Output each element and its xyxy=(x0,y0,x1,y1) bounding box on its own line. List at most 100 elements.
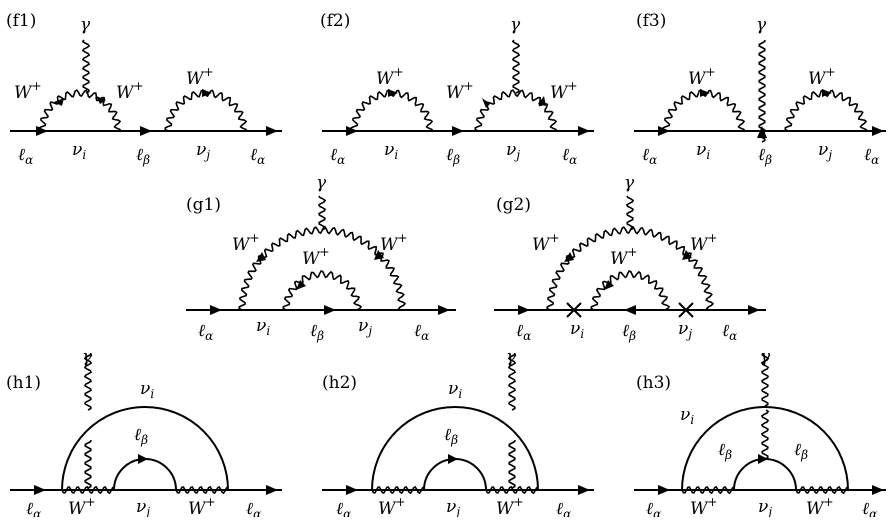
arrow-icon xyxy=(296,280,306,290)
arrow-icon xyxy=(872,485,884,495)
svg-text:ℓβ: ℓβ xyxy=(758,145,772,167)
arrow-icon xyxy=(202,89,212,97)
photon-propagator xyxy=(511,39,521,94)
photon-propagator xyxy=(758,40,766,143)
label-nu-j: νj xyxy=(196,140,210,162)
svg-text:ℓα: ℓα xyxy=(198,321,213,343)
svg-text:ℓα: ℓα xyxy=(18,145,33,167)
w-boson-propagator xyxy=(590,269,671,311)
label-ell-alpha: ℓα xyxy=(516,321,531,343)
w-boson-propagator xyxy=(662,89,746,132)
svg-text:γ: γ xyxy=(624,173,635,193)
label-nu-j: νj xyxy=(758,497,772,519)
svg-text:νi: νi xyxy=(140,379,154,401)
arrow-icon xyxy=(872,126,884,136)
svg-text:γ: γ xyxy=(756,15,767,35)
svg-text:ℓα: ℓα xyxy=(414,321,429,343)
svg-text:νi: νi xyxy=(256,316,270,338)
label-W-plus: W+ xyxy=(68,495,96,519)
svg-text:W+: W+ xyxy=(302,245,330,269)
w-boson-propagator xyxy=(784,89,868,132)
label-W-plus: W+ xyxy=(376,65,404,89)
photon-propagator xyxy=(760,409,770,460)
label-W-plus: W+ xyxy=(188,495,216,519)
svg-text:ℓβ: ℓβ xyxy=(136,145,150,167)
panel-label-h3: (h3) xyxy=(636,373,671,393)
svg-text:W+: W+ xyxy=(806,495,834,517)
svg-text:νi: νi xyxy=(384,140,398,162)
svg-text:W+: W+ xyxy=(446,79,474,103)
label-gamma: γ xyxy=(506,347,517,367)
svg-text:ℓα: ℓα xyxy=(864,145,879,167)
svg-text:ℓβ: ℓβ xyxy=(444,425,458,447)
arrow-icon xyxy=(266,126,278,136)
arrow-icon xyxy=(324,305,336,315)
label-ell-beta: ℓβ xyxy=(758,145,772,167)
svg-text:W+: W+ xyxy=(68,495,96,517)
photon-propagator xyxy=(84,440,92,489)
label-ell-alpha: ℓα xyxy=(18,145,33,167)
svg-text:ℓα: ℓα xyxy=(646,499,661,517)
arrow-icon xyxy=(658,126,670,136)
w-boson-propagator xyxy=(38,89,122,132)
panel-label-h2: (h2) xyxy=(322,373,357,393)
label-W-plus: W+ xyxy=(496,495,524,519)
label-ell-beta: ℓβ xyxy=(622,321,636,343)
label-ell-beta: ℓβ xyxy=(310,321,324,343)
svg-text:W+: W+ xyxy=(690,231,718,255)
panel-label-f1: (f1) xyxy=(6,11,36,31)
neutrino-propagator xyxy=(371,406,539,491)
label-nu-i: νi xyxy=(570,319,584,341)
label-ell-alpha: ℓα xyxy=(198,321,213,343)
label-nu-j: νj xyxy=(136,497,150,519)
label-nu-j: νj xyxy=(446,497,460,519)
label-nu-i: νi xyxy=(448,379,462,401)
label-ell-alpha: ℓα xyxy=(646,499,661,521)
svg-text:ℓα: ℓα xyxy=(330,145,345,167)
panel-label-g1: (g1) xyxy=(186,195,221,215)
label-nu-i: νi xyxy=(72,140,86,162)
arrow-icon xyxy=(210,305,222,315)
w-boson-propagator xyxy=(485,485,539,495)
label-ell-alpha: ℓα xyxy=(414,321,429,343)
svg-text:W+: W+ xyxy=(188,495,216,517)
label-ell-alpha: ℓα xyxy=(330,145,345,167)
svg-text:νi: νi xyxy=(696,140,710,162)
diagram-f3: γ W+ W+ ℓα νi ℓβ νj ℓα xyxy=(634,15,886,167)
arrow-icon xyxy=(452,126,464,136)
svg-text:W+: W+ xyxy=(808,65,836,89)
label-W-plus: W+ xyxy=(688,65,716,89)
label-gamma: γ xyxy=(80,15,91,35)
svg-text:W+: W+ xyxy=(232,231,260,255)
svg-text:νi: νi xyxy=(72,140,86,162)
panel-label-f3: (f3) xyxy=(636,11,666,31)
svg-text:ℓβ: ℓβ xyxy=(794,440,808,462)
svg-text:ℓα: ℓα xyxy=(722,321,737,343)
label-nu-i: νi xyxy=(256,316,270,338)
svg-text:W+: W+ xyxy=(116,79,144,103)
svg-text:γ: γ xyxy=(316,173,327,193)
arrow-icon xyxy=(758,454,768,464)
w-boson-propagator xyxy=(238,225,407,311)
svg-text:γ: γ xyxy=(510,15,521,35)
label-ell-beta: ℓβ xyxy=(444,425,458,447)
svg-text:νj: νj xyxy=(358,316,372,338)
photon-propagator xyxy=(760,353,770,407)
w-boson-propagator xyxy=(350,89,434,132)
photon-propagator xyxy=(81,39,91,94)
svg-text:νj: νj xyxy=(446,497,460,517)
svg-text:ℓβ: ℓβ xyxy=(622,321,636,343)
svg-text:ℓα: ℓα xyxy=(336,499,351,517)
arrow-icon xyxy=(96,96,106,104)
diagram-f1: γ W+ W+ W+ ℓα νi ℓβ νj ℓα xyxy=(10,15,282,167)
label-gamma: γ xyxy=(82,347,93,367)
label-W-plus: W+ xyxy=(446,79,474,103)
label-W-plus: W+ xyxy=(808,65,836,89)
svg-text:W+: W+ xyxy=(690,495,718,517)
arrow-icon xyxy=(54,98,64,106)
label-W-plus: W+ xyxy=(690,495,718,519)
arrow-icon xyxy=(700,89,710,97)
photon-propagator xyxy=(83,353,93,411)
charged-lepton-propagator xyxy=(733,458,797,491)
